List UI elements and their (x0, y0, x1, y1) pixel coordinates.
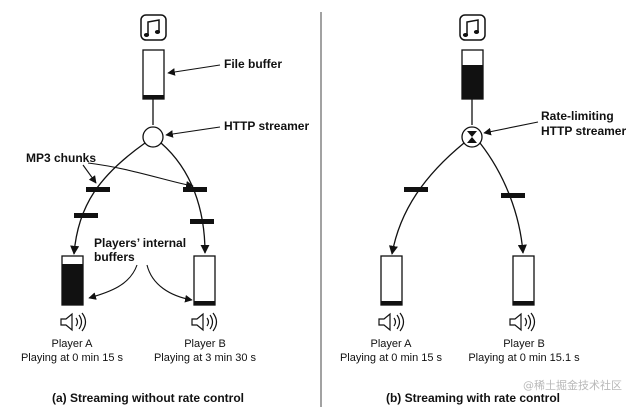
callout-arrow (146, 264, 193, 303)
player-b-name: Player B (184, 338, 226, 350)
music-note-icon (140, 14, 167, 41)
player-b-buffer (193, 255, 216, 306)
http-streamer-label: HTTP streamer (224, 119, 309, 133)
callout-arrow (87, 162, 194, 189)
mp3-chunk (183, 187, 207, 192)
mp3-chunk (86, 187, 110, 192)
player-a-name: Player A (371, 338, 413, 350)
stream-path-a (388, 142, 465, 255)
mp3-chunk (501, 193, 525, 198)
file-buffer (142, 49, 165, 100)
file-buffer-fill (143, 95, 164, 99)
player-a-status: Playing at 0 min 15 s (21, 352, 124, 364)
player-b-buffer-fill (513, 301, 534, 305)
right-panel: Rate-limiting HTTP streamer Player A Pla… (340, 14, 626, 405)
caption-a: (a) Streaming without rate control (52, 391, 244, 405)
circle-node-icon (142, 126, 164, 148)
callout-arrow (88, 264, 138, 300)
callout-arrow (167, 64, 221, 76)
mp3-chunks-label: MP3 chunks (26, 151, 96, 165)
player-a-buffer-fill (381, 301, 402, 305)
callout-arrow (82, 164, 97, 184)
speaker-icon (378, 312, 405, 332)
internal-buffers-label-line1: Players’ internal (94, 236, 186, 250)
internal-buffers-label-line2: buffers (94, 250, 135, 264)
player-b-name: Player B (503, 338, 545, 350)
file-buffer-label: File buffer (224, 57, 282, 71)
speaker-icon (191, 312, 218, 332)
player-b-status: Playing at 0 min 15.1 s (468, 352, 580, 364)
player-a-buffer (380, 255, 403, 306)
callout-arrow (483, 121, 539, 136)
stream-path-a (70, 142, 146, 255)
watermark: @稀土掘金技术社区 (523, 378, 622, 392)
caption-b: (b) Streaming with rate control (386, 391, 560, 405)
player-b-buffer (512, 255, 535, 306)
speaker-icon (60, 312, 87, 332)
music-note-icon (459, 14, 486, 41)
speaker-icon (509, 312, 536, 332)
mp3-chunk (404, 187, 428, 192)
callout-arrow (165, 126, 221, 138)
player-b-status: Playing at 3 min 30 s (154, 352, 257, 364)
player-a-name: Player A (52, 338, 94, 350)
file-buffer-fill (462, 65, 483, 99)
left-panel: File buffer HTTP streamer MP3 chunks Pla… (21, 14, 309, 405)
hourglass-icon (461, 126, 483, 148)
rate-limiting-label-line2: HTTP streamer (541, 124, 626, 138)
player-a-status: Playing at 0 min 15 s (340, 352, 443, 364)
mp3-chunk (190, 219, 214, 224)
file-buffer (461, 49, 484, 100)
player-b-buffer-fill (194, 301, 215, 305)
rate-limiting-label-line1: Rate-limiting (541, 109, 614, 123)
player-a-buffer (61, 255, 84, 306)
player-a-buffer-fill (62, 264, 83, 305)
mp3-chunk (74, 213, 98, 218)
